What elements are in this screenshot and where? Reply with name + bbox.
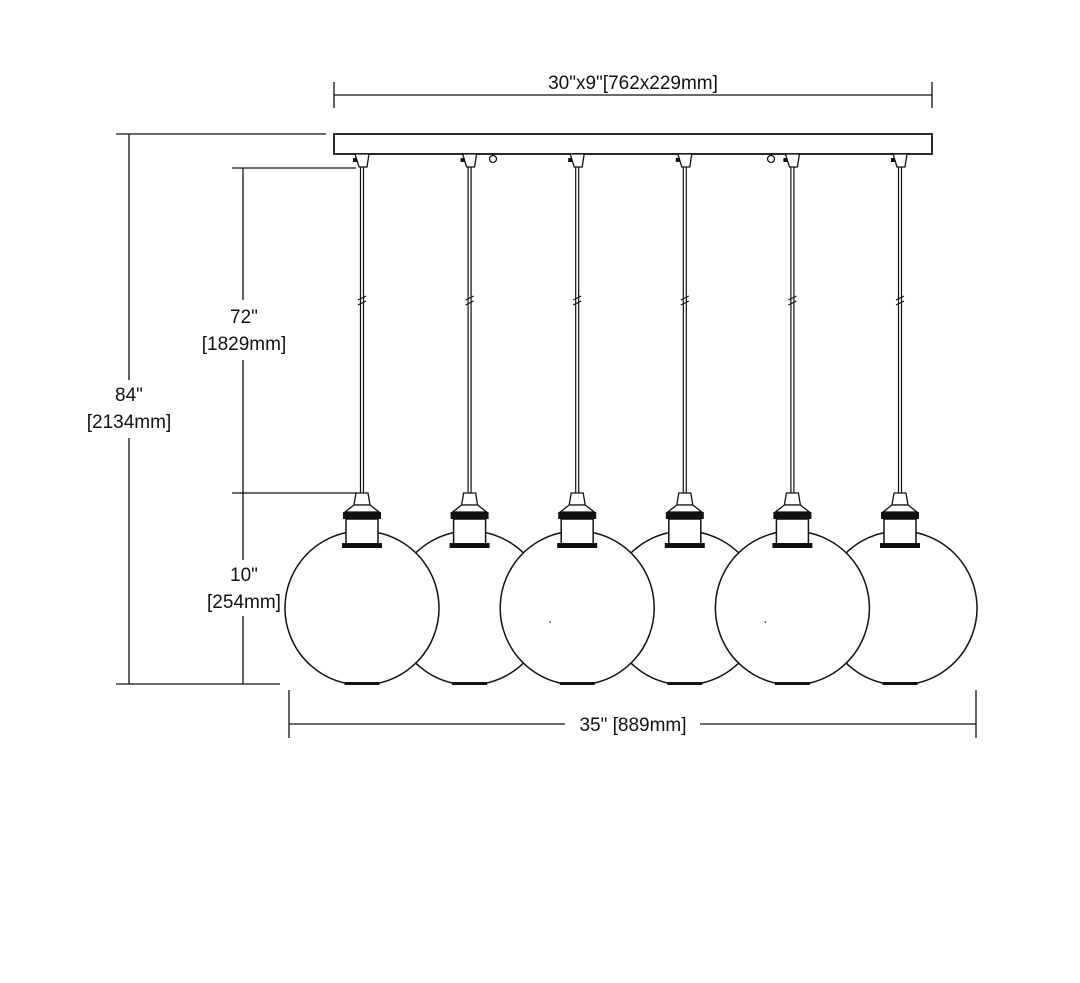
- overall-height-in-label: 84": [115, 385, 143, 406]
- shade-height-in-label: 10": [230, 565, 258, 586]
- pendants: [284, 153, 978, 685]
- socket-cap: [783, 492, 802, 506]
- shade-height-mm-label: [254mm]: [207, 592, 281, 613]
- glass-globe: [499, 530, 655, 684]
- socket-neck: [560, 518, 594, 546]
- set-screw: [568, 158, 573, 162]
- socket-neck: [883, 518, 917, 546]
- glass-globe: [284, 530, 440, 684]
- mount-hole: [488, 154, 498, 164]
- mount-hole: [766, 154, 776, 164]
- set-screw: [353, 158, 357, 162]
- globe-dot: [549, 621, 551, 623]
- socket-ring: [772, 543, 813, 548]
- canopy-socket: [461, 153, 478, 168]
- cord-break-mark: [788, 295, 797, 306]
- socket-neck: [345, 518, 379, 546]
- cord-break-mark: [357, 295, 367, 306]
- socket-cap: [353, 492, 371, 506]
- socket-cap: [568, 492, 586, 506]
- socket-cap-base: [450, 504, 489, 513]
- canopy-dimension-label: 30"x9"[762x229mm]: [548, 73, 718, 94]
- socket-ring: [342, 543, 382, 548]
- canopy-socket: [569, 153, 585, 168]
- set-screw: [891, 158, 895, 162]
- pendant: [499, 153, 655, 685]
- socket-band: [881, 512, 919, 519]
- pendant: [607, 153, 763, 685]
- socket-neck: [452, 518, 487, 546]
- socket-cap: [891, 492, 909, 506]
- socket-band: [343, 512, 381, 519]
- set-screw: [675, 158, 680, 162]
- canopy: [333, 133, 933, 155]
- overall-width-label: 35" [889mm]: [579, 715, 686, 736]
- socket-neck: [775, 518, 810, 546]
- socket-ring: [449, 543, 490, 548]
- socket-ring: [557, 543, 598, 548]
- pendant: [822, 153, 978, 685]
- cord-length-mm-label: [1829mm]: [202, 334, 286, 355]
- socket-cap-base: [665, 504, 704, 513]
- canopy-socket: [354, 153, 370, 168]
- overall-height-mm-label: [2134mm]: [87, 412, 171, 433]
- socket-cap-base: [881, 504, 919, 513]
- pendant: [284, 153, 440, 685]
- socket-cap-base: [343, 504, 381, 513]
- globe-bottom-rim: [452, 682, 488, 685]
- canopy-socket: [676, 153, 693, 168]
- globe-bottom-rim: [559, 682, 595, 685]
- pendant: [391, 153, 548, 685]
- glass-globe: [714, 530, 871, 684]
- canopy-socket: [892, 153, 908, 168]
- cord-break-mark: [680, 295, 690, 306]
- set-screw: [460, 158, 465, 162]
- socket-band: [665, 512, 704, 519]
- globe-bottom-rim: [344, 682, 380, 685]
- pendant: [714, 153, 871, 685]
- socket-cap-base: [773, 504, 812, 513]
- socket-band: [450, 512, 489, 519]
- globe-dot: [764, 621, 767, 623]
- canopy-socket: [784, 153, 801, 168]
- cord-break-mark: [895, 295, 905, 306]
- socket-band: [773, 512, 812, 519]
- socket-cap: [676, 492, 694, 506]
- socket-cap: [460, 492, 479, 506]
- socket-ring: [664, 543, 705, 548]
- globe-bottom-rim: [774, 682, 810, 685]
- cord-break-mark: [572, 295, 582, 306]
- socket-cap-base: [558, 504, 597, 513]
- socket-band: [558, 512, 597, 519]
- globe-bottom-rim: [882, 682, 918, 685]
- socket-neck: [668, 518, 702, 546]
- cord-length-in-label: 72": [230, 307, 258, 328]
- globe-bottom-rim: [667, 682, 703, 685]
- socket-ring: [880, 543, 920, 548]
- cord-break-mark: [465, 295, 474, 306]
- set-screw: [783, 158, 788, 162]
